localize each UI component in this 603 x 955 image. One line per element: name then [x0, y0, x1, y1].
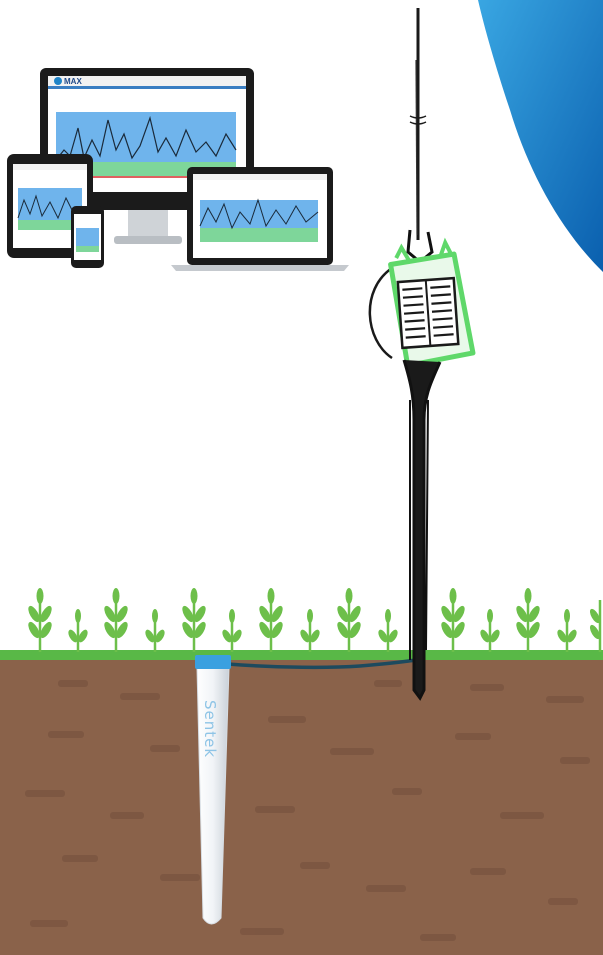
- laptop-icon: [171, 167, 349, 271]
- crop-plant-icon: [441, 588, 465, 652]
- soil-probe-icon: Sentek: [195, 655, 231, 925]
- crop-plant-icon: [28, 588, 52, 652]
- probe-brand-label: Sentek: [201, 700, 219, 758]
- crop-plant-icon: [68, 609, 88, 652]
- crop-plant-icon: [222, 609, 242, 652]
- crop-plant-icon: [480, 609, 500, 652]
- phone-icon: [71, 206, 104, 268]
- solar-logger-icon: [368, 8, 476, 701]
- crop-plant-icon: [300, 609, 320, 652]
- crop-plants: [28, 588, 602, 652]
- crop-plant-icon: [104, 588, 128, 652]
- crop-plant-icon: [557, 609, 577, 652]
- soil-layer: [0, 658, 603, 955]
- crop-plant-icon: [378, 609, 398, 652]
- screen-logo-text: MAX: [64, 77, 82, 86]
- sensor-cable: [227, 658, 417, 670]
- crop-plant-icon: [145, 609, 165, 652]
- crop-plant-icon: [182, 588, 206, 652]
- crop-plant-icon: [337, 588, 361, 652]
- crop-plant-icon: [589, 600, 602, 652]
- crop-plant-icon: [259, 588, 283, 652]
- sky-swoosh: [478, 0, 603, 272]
- grass-strip: [0, 650, 603, 660]
- device-cluster: MAX: [7, 68, 349, 271]
- crop-plant-icon: [516, 588, 540, 652]
